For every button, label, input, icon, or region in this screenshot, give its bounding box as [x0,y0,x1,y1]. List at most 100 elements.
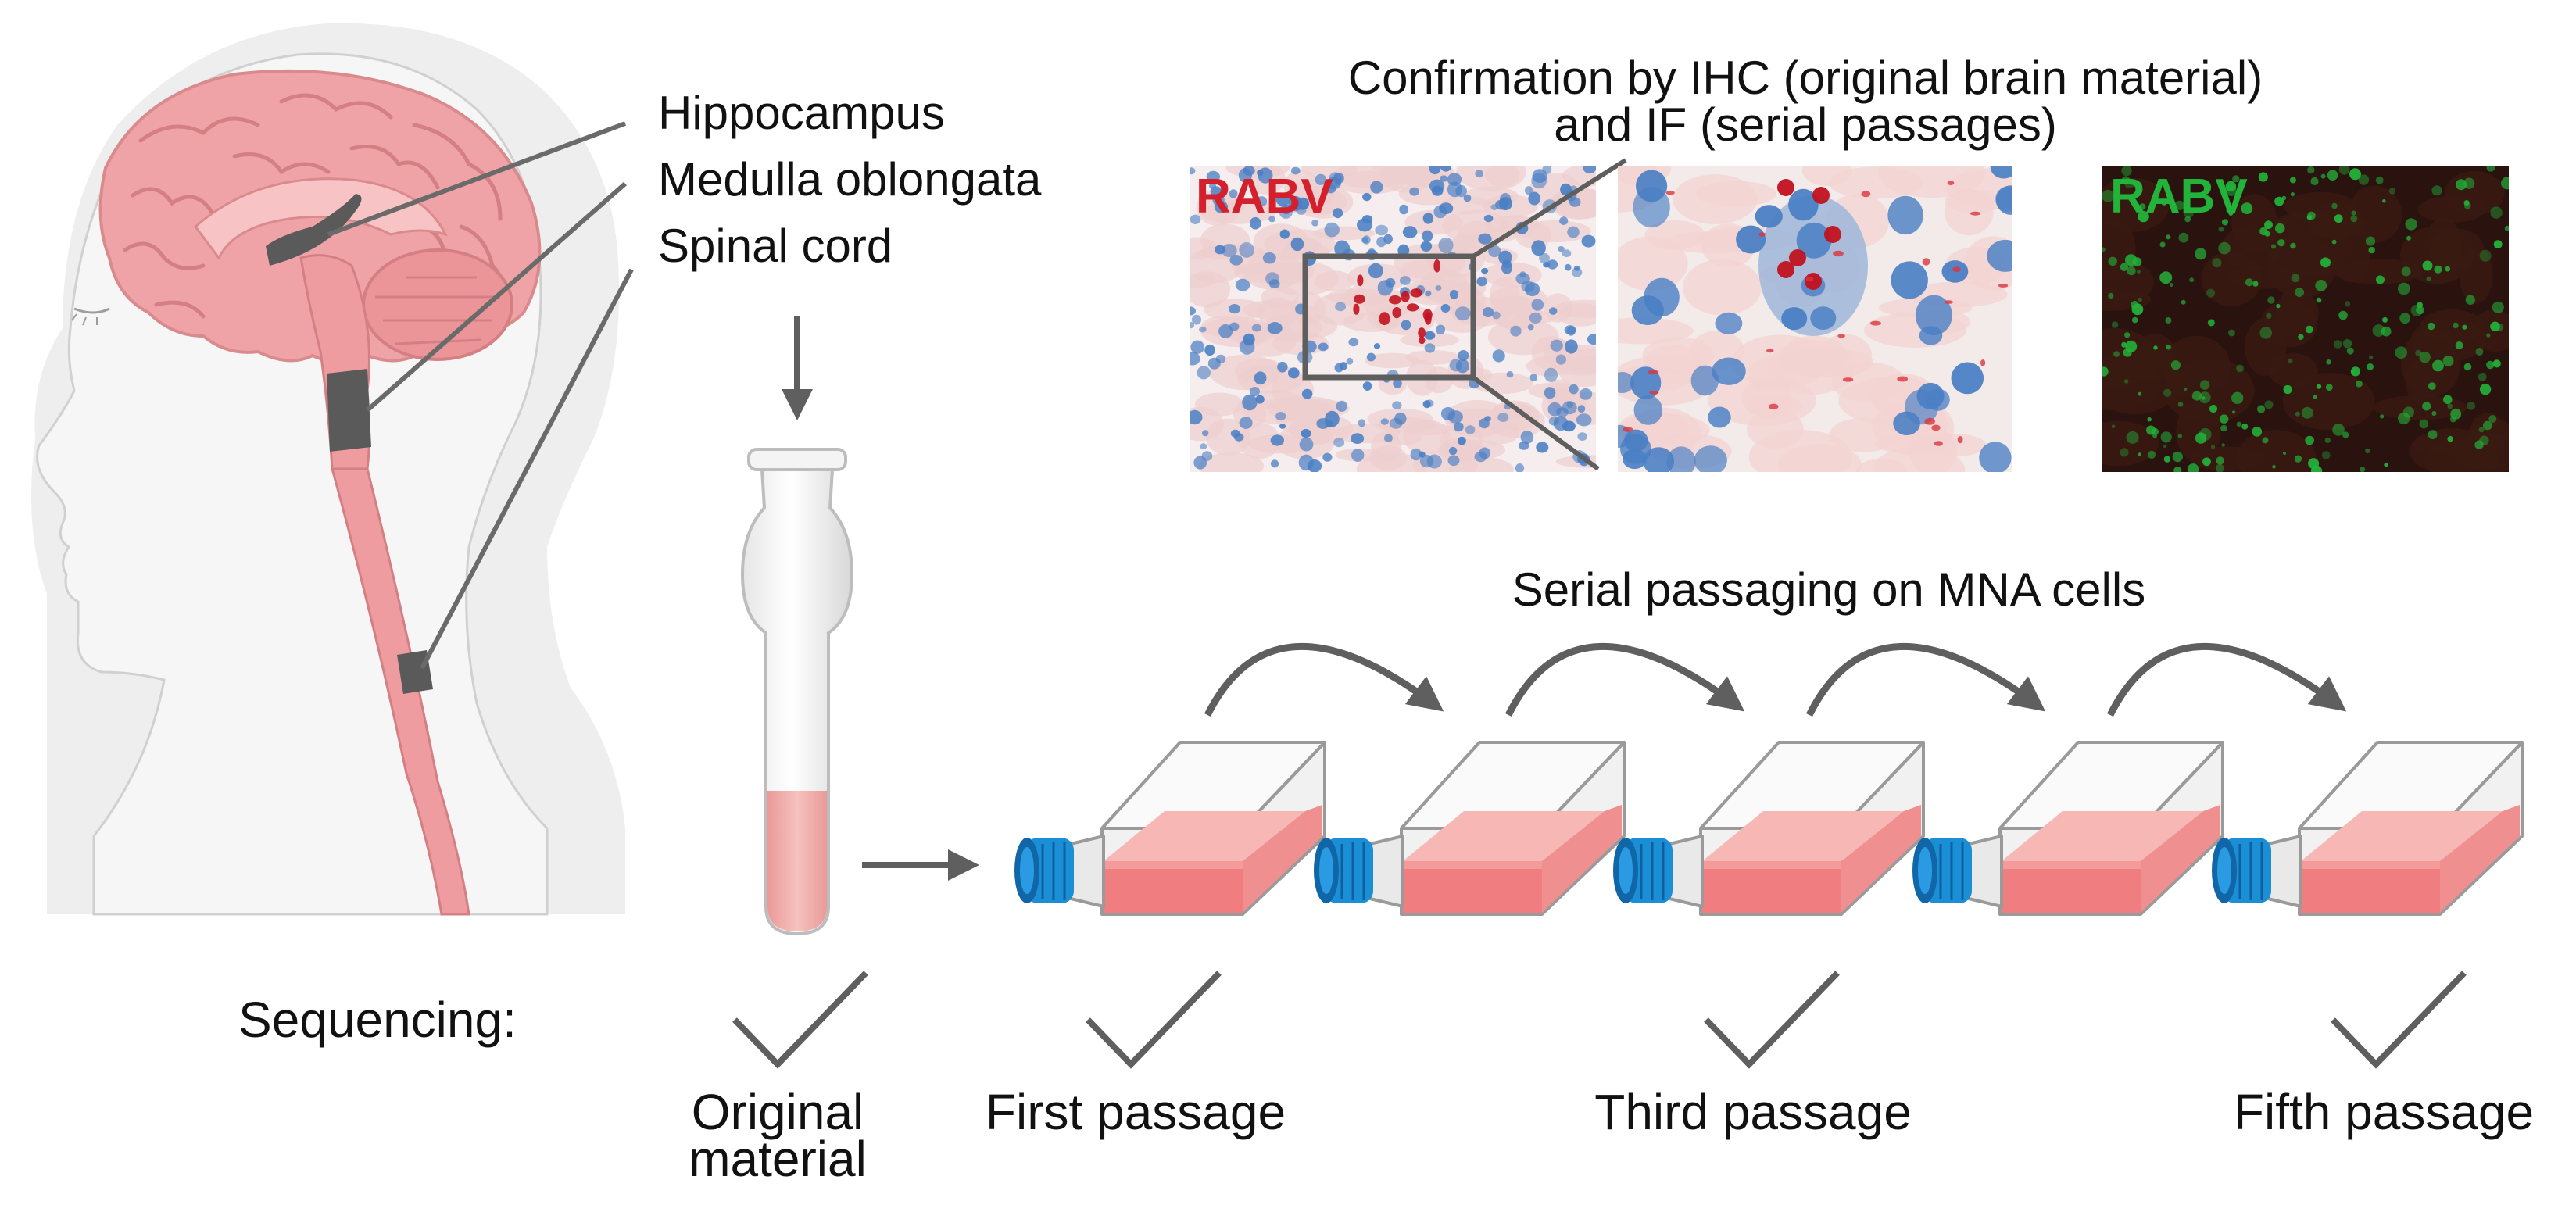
cell-nucleus [1565,263,1572,271]
cell-nucleus [1440,407,1455,420]
cell-nucleus [1348,338,1359,347]
cell-nucleus [1301,429,1311,438]
cell-nucleus [1694,445,1727,472]
if-signal [2313,395,2317,399]
cell-nucleus [1497,413,1509,422]
rabv-stain [1379,312,1390,326]
label-medulla-oblongata: Medulla oblongata [658,153,1042,206]
cell-nucleus [1334,240,1351,258]
if-signal [2202,457,2211,467]
if-signal [2124,332,2131,338]
passage-arrows [1204,642,2347,717]
if-signal [2496,324,2504,331]
if-signal [2228,211,2233,216]
cell-nucleus [1192,314,1201,325]
cell-nucleus [1215,354,1226,363]
cell-nucleus [1318,342,1329,352]
if-signal [2305,325,2313,334]
if-signal [2504,225,2509,231]
rabv-stain [1842,377,1854,382]
cell-nucleus [1339,362,1348,370]
if-signal [2136,270,2141,274]
cell-nucleus [1393,378,1402,388]
cell-nucleus [1322,452,1333,462]
cell-nucleus [1447,455,1460,467]
if-signal [2305,435,2314,445]
tissue-background [1272,331,1329,356]
tissue-background [1945,188,1994,236]
cell-nucleus [1419,451,1426,458]
cell-nucleus [1690,365,1719,396]
if-signal [2138,391,2142,396]
if-signal [2216,456,2224,465]
if-signal [2474,440,2484,449]
if-background [2275,288,2319,338]
cell-nucleus [1458,350,1469,361]
if-signal [2428,430,2438,439]
if-signal [2102,366,2109,377]
cell-nucleus [1229,189,1238,198]
if-signal [2289,177,2296,184]
rabv-stain [1419,336,1426,345]
rabv-stain [1401,291,1410,302]
cell-nucleus [1204,344,1215,356]
if-signal [2327,170,2338,181]
if-signal [2111,321,2119,328]
confirmation-title-line1: Confirmation by IHC (original brain mate… [1348,52,2263,104]
cell-nucleus [1566,326,1576,336]
rabv-stain [1970,211,1981,216]
if-signal [2490,321,2500,332]
cell-nucleus [1438,237,1454,254]
if-signal [2184,209,2194,218]
tissue-background [1855,458,1908,472]
if-signal [2259,327,2272,339]
if-signal [2465,295,2475,305]
if-signal [2365,236,2376,246]
cell-nucleus [1201,451,1213,461]
if-background [2282,373,2375,431]
if-signal [2360,467,2366,472]
cell-nucleus [1392,401,1402,409]
checkpoint-original-line1: Original [692,1084,864,1140]
if-signal [2310,177,2319,186]
cell-nucleus [1362,381,1372,391]
if-signal [2166,344,2171,350]
if-signal [2492,301,2504,313]
rabv-stain [1924,417,1935,425]
cell-nucleus [1465,425,1476,434]
if-signal [2320,257,2331,268]
cell-nucleus [1366,352,1376,362]
cell-nucleus [1295,197,1310,210]
tissue-background [1828,166,1923,199]
cell-nucleus [1239,338,1255,355]
cell-nucleus [1399,204,1409,215]
cell-nucleus [1235,278,1250,291]
if-background [2459,246,2493,304]
cell-nucleus [1449,289,1458,299]
if-signal [2381,326,2392,337]
if-signal [2264,220,2273,230]
if-signal [2108,256,2117,266]
cell-nucleus [1202,430,1209,437]
if-signal [2245,278,2253,287]
cell-nucleus [1475,170,1483,178]
if-signal [2351,370,2355,374]
if-signal [2267,296,2275,304]
cell-nucleus [1422,213,1434,224]
cell-nucleus [1218,324,1233,338]
rabv-stain [1766,349,1774,353]
if-signal [2120,448,2129,457]
if-signal [2479,384,2492,395]
cell-nucleus [1440,304,1451,313]
if-signal [2184,387,2188,391]
medulla-marker [327,369,371,452]
if-background [2162,335,2231,399]
if-background [2236,430,2317,472]
cell-nucleus [1351,433,1365,444]
if-signal [2274,223,2285,234]
if-signal [2147,450,2156,459]
cell-nucleus [1324,222,1340,238]
cell-nucleus [1336,400,1348,413]
if-signal [2266,313,2272,319]
cell-nucleus [1362,192,1372,202]
